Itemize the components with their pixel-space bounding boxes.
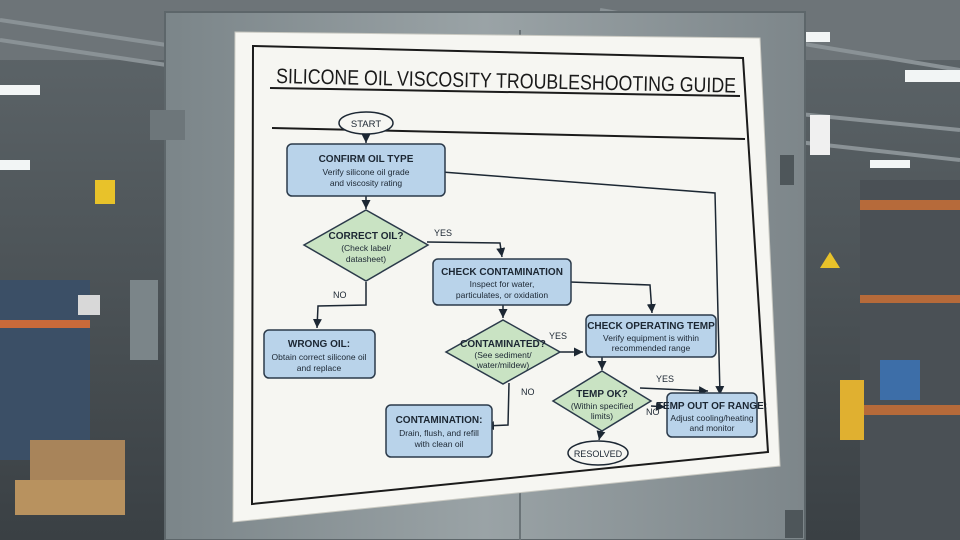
- label-yes-correct: YES: [434, 228, 452, 238]
- label-no-temp: NO: [646, 407, 660, 417]
- cabinet-handle: [785, 510, 803, 538]
- temp-out-line2: and monitor: [690, 423, 735, 433]
- check-contamination-box: CHECK CONTAMINATION Inspect for water, p…: [432, 258, 572, 306]
- title-underline-top: [269, 87, 741, 97]
- contamination-line2: with clean oil: [414, 439, 464, 449]
- label-yes-temp: YES: [656, 374, 674, 384]
- confirm-line2: and viscosity rating: [330, 178, 403, 188]
- temp-out-line1: Adjust cooling/heating: [670, 413, 753, 423]
- label-no-contaminated: NO: [521, 387, 535, 397]
- check-contam-line1: Inspect for water,: [470, 279, 535, 289]
- wrong-title: WRONG OIL:: [288, 339, 350, 350]
- label-no-correct: NO: [333, 290, 347, 300]
- correct-line2: datasheet): [346, 254, 386, 264]
- contaminated-line1: (See sediment/: [474, 350, 532, 360]
- resolved-label: RESOLVED: [574, 449, 623, 459]
- contaminated-diamond: CONTAMINATED? (See sediment/ water/milde…: [444, 319, 562, 385]
- right-racks: [810, 115, 960, 540]
- cabinet-latch: [780, 155, 794, 185]
- correct-title: CORRECT OIL?: [329, 231, 404, 242]
- confirm-title: CONFIRM OIL TYPE: [319, 154, 414, 165]
- temp-out-title: TEMP OUT OF RANGE:: [657, 401, 767, 412]
- temp-out-of-range-box: TEMP OUT OF RANGE: Adjust cooling/heatin…: [657, 392, 767, 438]
- wrong-oil-box: WRONG OIL: Obtain correct silicone oil a…: [263, 329, 376, 379]
- confirm-line1: Verify silicone oil grade: [323, 167, 410, 177]
- resolved-node: RESOLVED: [567, 440, 629, 466]
- temp-ok-title: TEMP OK?: [576, 389, 627, 400]
- wrong-line2: and replace: [297, 363, 342, 373]
- label-yes-contaminated: YES: [549, 331, 567, 341]
- check-contam-title: CHECK CONTAMINATION: [441, 267, 563, 278]
- contamination-line1: Drain, flush, and refill: [399, 428, 479, 438]
- ceiling-lights: [0, 32, 960, 170]
- check-temp-box: CHECK OPERATING TEMP Verify equipment is…: [585, 314, 717, 358]
- temp-ok-line1: (Within specified: [571, 401, 634, 411]
- check-temp-line1: Verify equipment is within: [603, 333, 699, 343]
- contaminated-title: CONTAMINATED?: [460, 339, 546, 350]
- temp-ok-line2: limits): [591, 411, 613, 421]
- start-label: START: [351, 119, 381, 130]
- start-node: START: [338, 111, 394, 135]
- left-racks: [0, 180, 125, 515]
- wrong-line1: Obtain correct silicone oil: [272, 352, 367, 362]
- confirm-oil-type-box: CONFIRM OIL TYPE Verify silicone oil gra…: [286, 143, 446, 197]
- correct-oil-diamond: CORRECT OIL? (Check label/ datasheet): [302, 209, 430, 282]
- correct-line1: (Check label/: [341, 243, 391, 253]
- temp-ok-diamond: TEMP OK? (Within specified limits): [551, 370, 653, 432]
- contamination-title: CONTAMINATION:: [396, 415, 483, 426]
- check-temp-title: CHECK OPERATING TEMP: [587, 321, 715, 332]
- contamination-box: CONTAMINATION: Drain, flush, and refill …: [385, 404, 493, 458]
- check-contam-line2: particulates, or oxidation: [456, 290, 548, 300]
- check-temp-line2: recommended range: [612, 343, 691, 353]
- contaminated-line2: water/mildew): [476, 360, 530, 370]
